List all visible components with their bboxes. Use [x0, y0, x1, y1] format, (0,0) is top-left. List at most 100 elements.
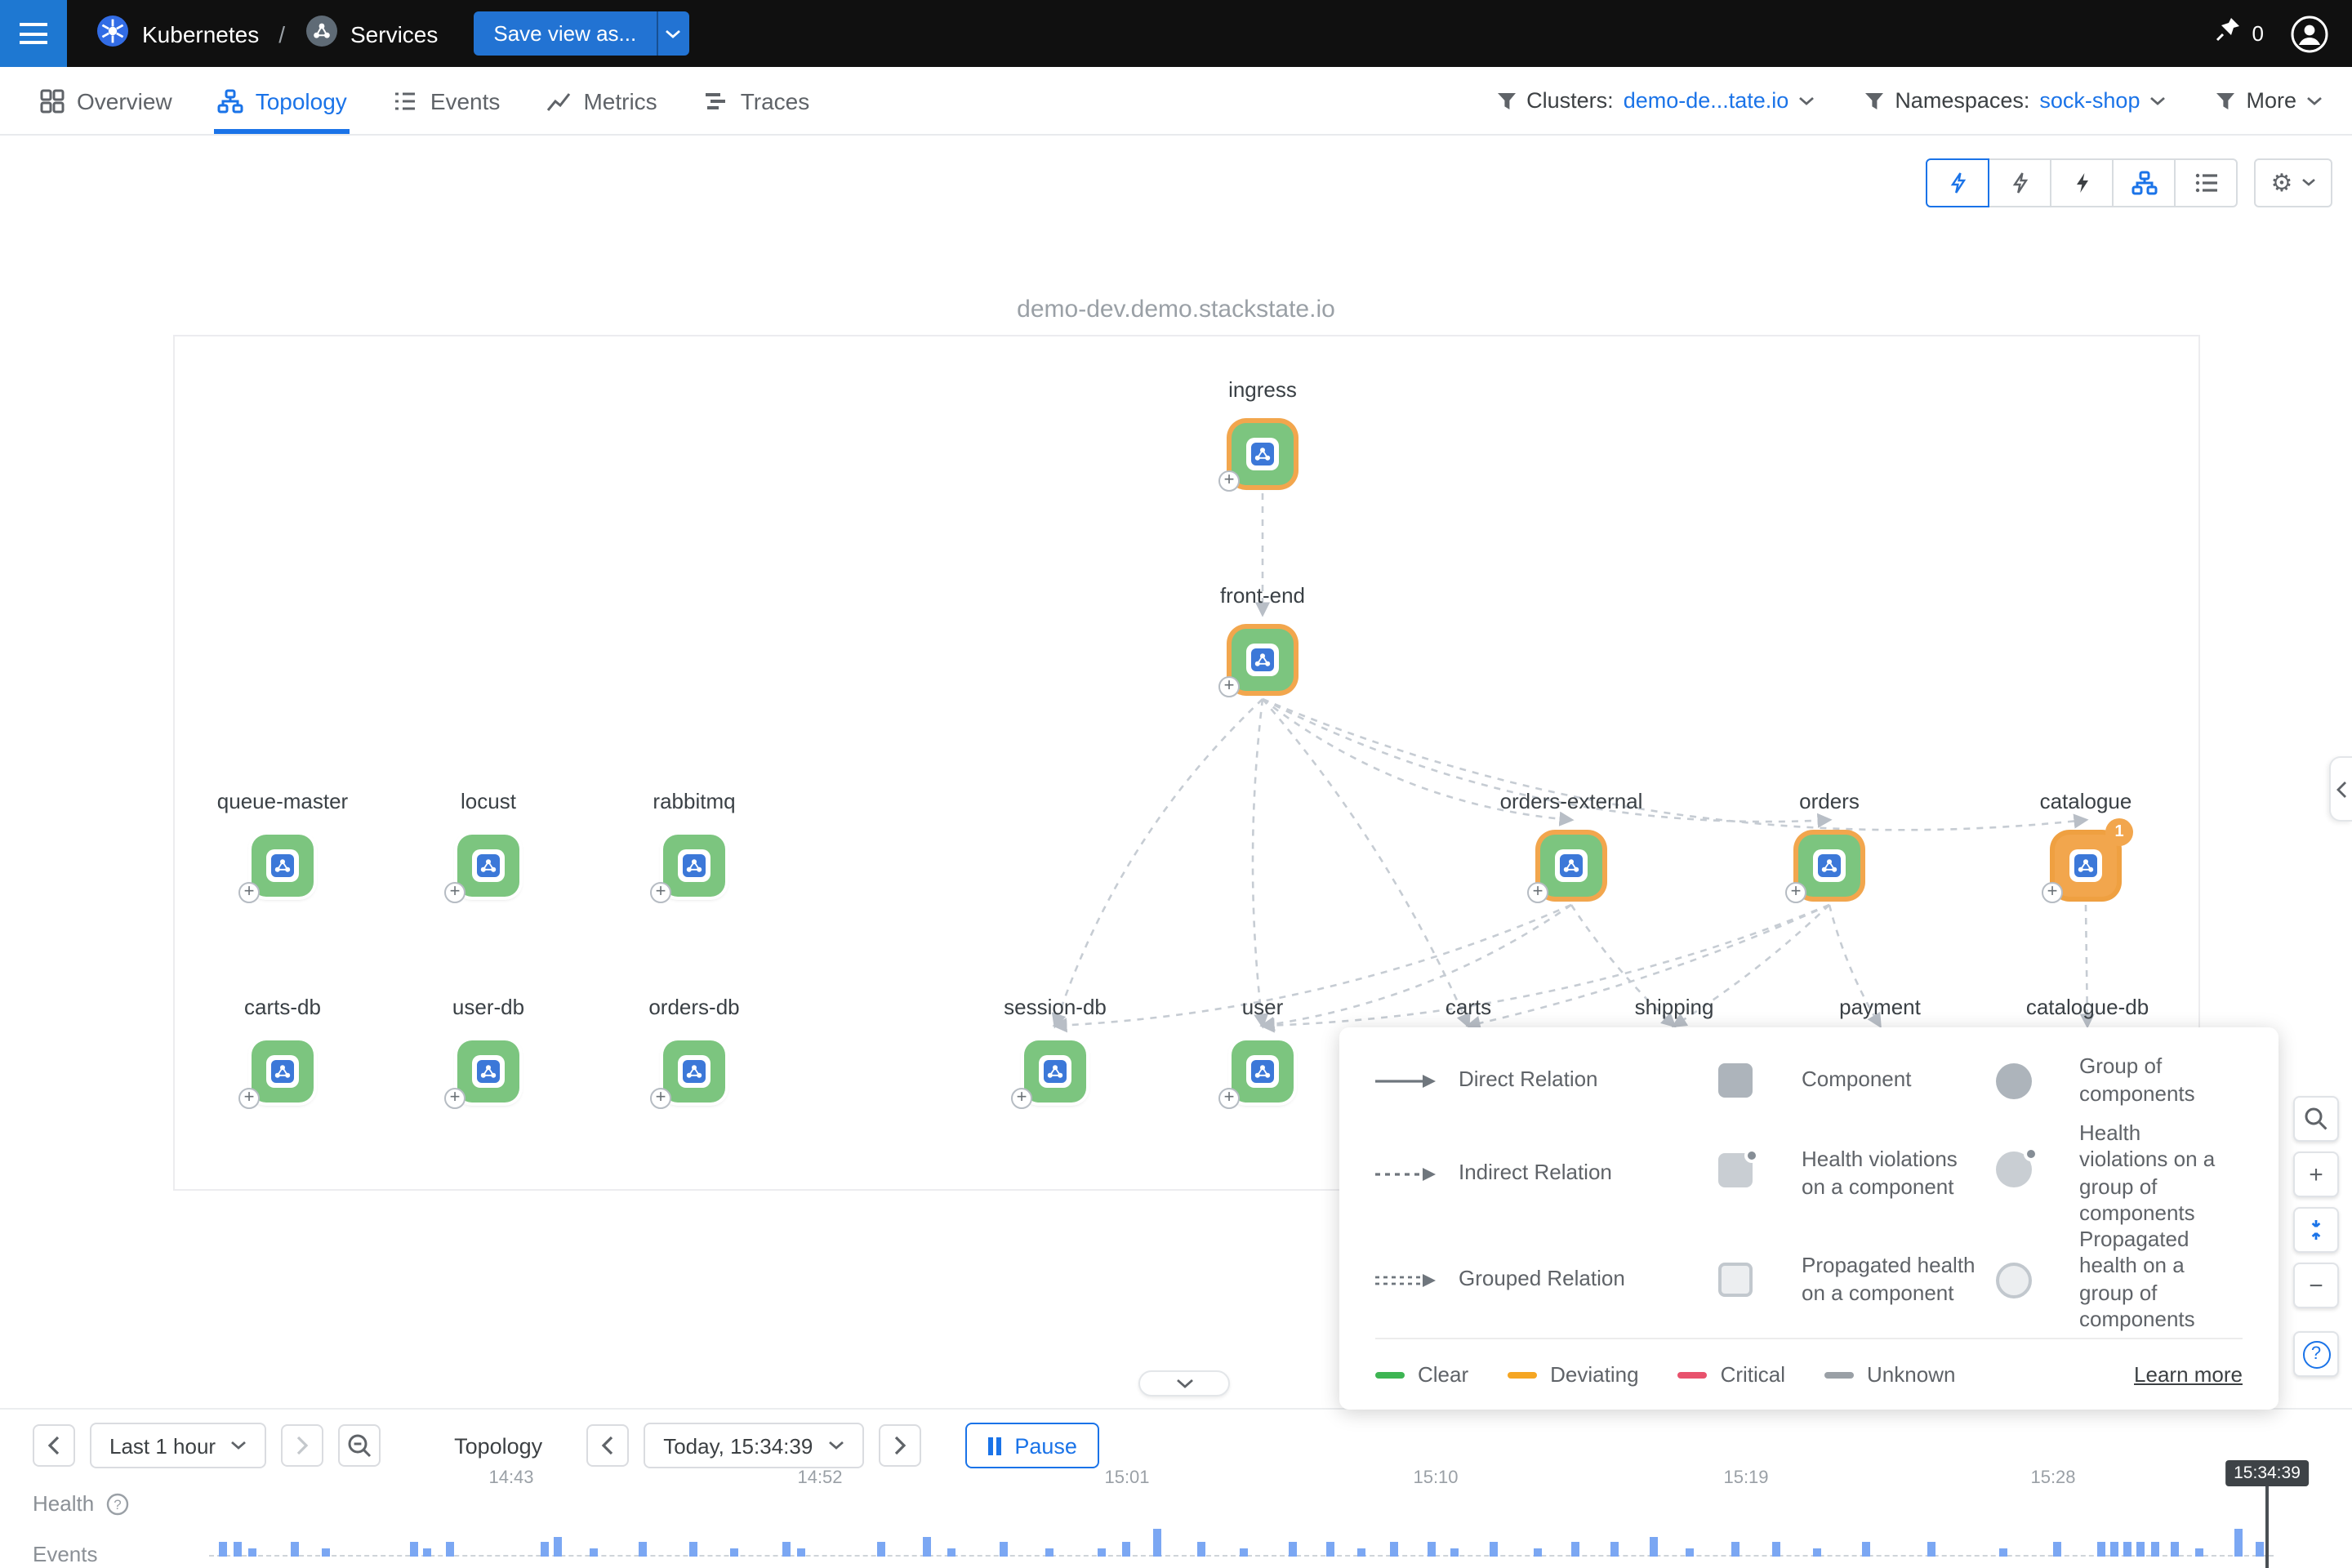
time-forward-button[interactable]	[878, 1424, 921, 1467]
event-bar[interactable]	[1000, 1542, 1008, 1557]
event-bar[interactable]	[1390, 1542, 1398, 1557]
time-back-button[interactable]	[586, 1424, 630, 1467]
node-expand-button[interactable]: +	[1218, 1088, 1240, 1109]
topology-node-locust[interactable]	[457, 835, 519, 897]
event-bar[interactable]	[554, 1537, 562, 1557]
event-bar[interactable]	[410, 1542, 418, 1557]
event-bar[interactable]	[1428, 1542, 1436, 1557]
node-expand-button[interactable]: +	[238, 882, 260, 903]
event-bar[interactable]	[2097, 1542, 2105, 1557]
event-bar[interactable]	[923, 1537, 931, 1557]
topology-node-carts-db[interactable]	[252, 1040, 314, 1102]
event-bar[interactable]	[2234, 1529, 2243, 1557]
tab-events[interactable]: Events	[390, 67, 504, 134]
tab-overview[interactable]: Overview	[36, 67, 176, 134]
tab-traces[interactable]: Traces	[700, 67, 813, 134]
clusters-filter[interactable]: Clusters: demo-de...tate.io	[1495, 88, 1815, 113]
search-button[interactable]	[2293, 1096, 2339, 1142]
namespaces-filter[interactable]: Namespaces: sock-shop	[1864, 88, 2166, 113]
node-expand-button[interactable]: +	[650, 1088, 671, 1109]
learn-more-link[interactable]: Learn more	[2134, 1362, 2243, 1387]
node-expand-button[interactable]: +	[1527, 882, 1548, 903]
event-bar[interactable]	[2110, 1542, 2118, 1557]
list-view-button[interactable]	[2174, 158, 2238, 207]
menu-button[interactable]	[0, 0, 67, 67]
event-bar[interactable]	[1326, 1542, 1334, 1557]
tab-metrics[interactable]: Metrics	[542, 67, 660, 134]
topology-node-orders[interactable]	[1798, 835, 1860, 897]
time-range-dropdown[interactable]: Last 1 hour	[90, 1423, 267, 1468]
event-bar[interactable]	[1153, 1529, 1161, 1557]
event-bar[interactable]	[2123, 1542, 2132, 1557]
range-back-button[interactable]	[33, 1424, 75, 1467]
topology-node-user-db[interactable]	[457, 1040, 519, 1102]
zoom-out-canvas-button[interactable]: −	[2293, 1263, 2339, 1308]
tab-topology[interactable]: Topology	[214, 67, 350, 134]
event-bar[interactable]	[1862, 1542, 1870, 1557]
event-bar[interactable]	[639, 1542, 647, 1557]
event-bar[interactable]	[1122, 1542, 1130, 1557]
event-bar[interactable]	[2171, 1542, 2179, 1557]
bolt-filled-filter-button[interactable]	[2050, 158, 2114, 207]
event-bar[interactable]	[322, 1548, 330, 1557]
save-view-button[interactable]: Save view as...	[474, 11, 689, 56]
event-bar[interactable]	[1571, 1542, 1579, 1557]
event-bar[interactable]	[2053, 1542, 2061, 1557]
event-bar[interactable]	[730, 1548, 738, 1557]
node-expand-button[interactable]: +	[444, 1088, 466, 1109]
event-bar[interactable]	[1534, 1548, 1542, 1557]
save-view-dropdown-caret[interactable]	[656, 11, 688, 56]
bolt-filter-active-button[interactable]	[1926, 158, 1989, 207]
pause-button[interactable]: Pause	[964, 1423, 1100, 1468]
event-bar[interactable]	[2195, 1548, 2203, 1557]
range-forward-button[interactable]	[281, 1424, 324, 1467]
event-bar[interactable]	[1289, 1542, 1297, 1557]
event-bar[interactable]	[234, 1542, 242, 1557]
node-expand-button[interactable]: +	[650, 882, 671, 903]
event-bar[interactable]	[1813, 1548, 1821, 1557]
event-bar[interactable]	[2136, 1542, 2145, 1557]
topology-node-rabbitmq[interactable]	[663, 835, 725, 897]
datetime-dropdown[interactable]: Today, 15:34:39	[644, 1423, 864, 1468]
event-bar[interactable]	[590, 1548, 598, 1557]
topology-node-orders-external[interactable]	[1540, 835, 1602, 897]
event-bar[interactable]	[782, 1542, 791, 1557]
event-bar[interactable]	[1045, 1548, 1054, 1557]
hierarchy-view-button[interactable]	[2112, 158, 2176, 207]
more-filters[interactable]: More	[2215, 88, 2323, 113]
event-bar[interactable]	[1098, 1548, 1106, 1557]
help-button[interactable]: ?	[2293, 1331, 2339, 1377]
event-bar[interactable]	[2151, 1542, 2159, 1557]
event-bar[interactable]	[877, 1542, 885, 1557]
node-expand-button[interactable]: +	[1785, 882, 1806, 903]
topology-node-session-db[interactable]	[1024, 1040, 1086, 1102]
event-bar[interactable]	[2256, 1542, 2264, 1557]
timeline-zoom-out-button[interactable]	[338, 1424, 381, 1467]
user-avatar[interactable]	[2290, 14, 2329, 53]
event-bar[interactable]	[423, 1548, 431, 1557]
event-bar[interactable]	[1490, 1542, 1498, 1557]
node-expand-button[interactable]: +	[1011, 1088, 1032, 1109]
event-bar[interactable]	[947, 1548, 956, 1557]
settings-button[interactable]: ⚙	[2254, 158, 2332, 207]
node-expand-button[interactable]: +	[444, 882, 466, 903]
event-bar[interactable]	[797, 1548, 805, 1557]
event-bar[interactable]	[1927, 1542, 1936, 1557]
collapse-timeline-button[interactable]	[1138, 1370, 1230, 1396]
breadcrumb-kubernetes[interactable]: Kubernetes	[96, 15, 259, 52]
event-bar[interactable]	[1610, 1542, 1619, 1557]
node-expand-button[interactable]: +	[1218, 676, 1240, 697]
event-bar[interactable]	[1772, 1542, 1780, 1557]
topology-node-front-end[interactable]	[1232, 629, 1294, 691]
node-expand-button[interactable]: +	[2042, 882, 2063, 903]
breadcrumb-services[interactable]: Services	[305, 15, 438, 52]
topology-node-ingress[interactable]	[1232, 423, 1294, 485]
event-bar[interactable]	[219, 1542, 227, 1557]
event-bar[interactable]	[1686, 1548, 1694, 1557]
event-bar[interactable]	[1357, 1548, 1365, 1557]
event-bar[interactable]	[1450, 1548, 1459, 1557]
collapse-right-panel-button[interactable]	[2329, 756, 2352, 822]
zoom-in-button[interactable]: +	[2293, 1152, 2339, 1197]
event-bar[interactable]	[541, 1542, 549, 1557]
topology-node-catalogue[interactable]: 1	[2055, 818, 2133, 897]
